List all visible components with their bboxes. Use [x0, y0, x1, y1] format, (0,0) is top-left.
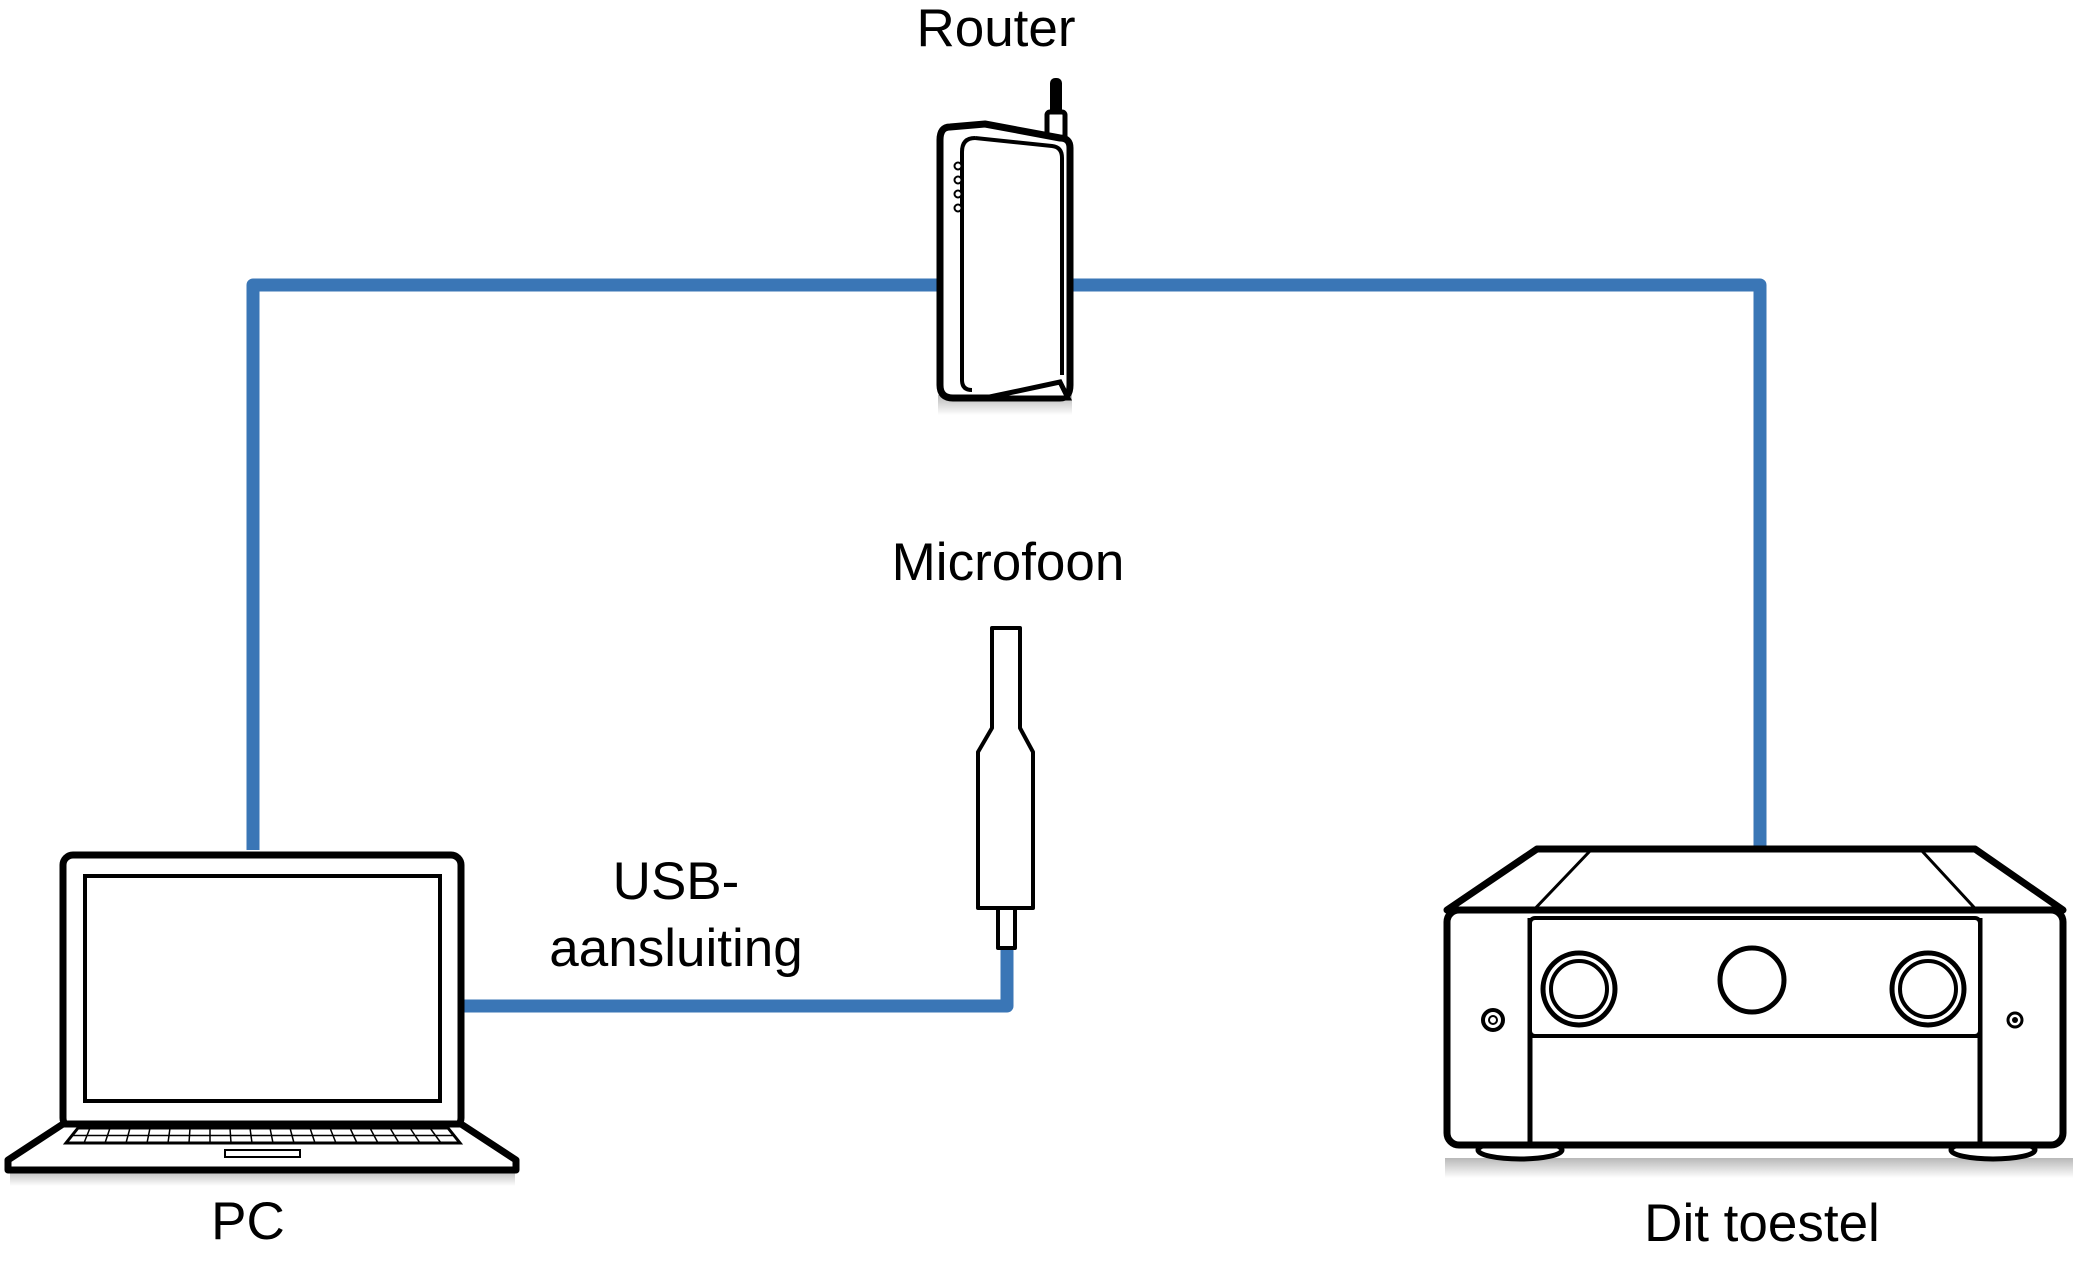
router-label: Router: [916, 0, 1075, 58]
router-icon: [936, 78, 1074, 415]
usb-label-line2: aansluiting: [549, 919, 802, 978]
measurement-microphone-icon: [976, 626, 1035, 950]
receiver-shadow: [1445, 1158, 2073, 1178]
cables: [246, 278, 1767, 1013]
microphone-label: Microfoon: [892, 533, 1125, 592]
laptop-shadow: [10, 1170, 515, 1186]
pc-label: PC: [211, 1192, 285, 1251]
network-cable-pc-router: [246, 278, 940, 850]
device-label: Dit toestel: [1644, 1194, 1880, 1253]
av-receiver-icon: [1443, 845, 2073, 1178]
usb-label-line1: USB-: [613, 852, 740, 911]
laptop-icon: [4, 851, 520, 1186]
network-cable-router-device: [1070, 278, 1767, 850]
usb-cable: [464, 948, 1014, 1013]
